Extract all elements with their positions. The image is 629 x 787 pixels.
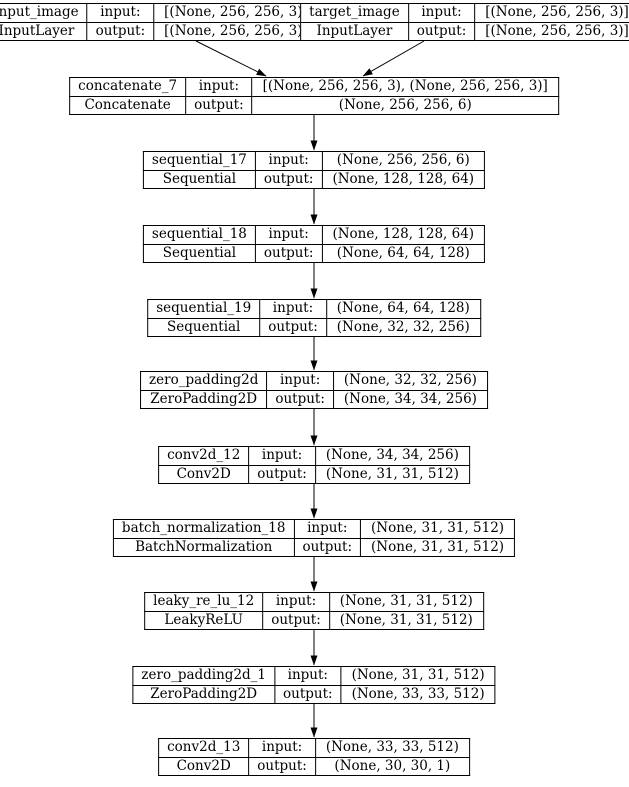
node-leaky_re_lu_12: leaky_re_lu_12 input: (None, 31, 31, 512… — [144, 592, 484, 630]
output-shape: (None, 31, 31, 512) — [360, 537, 516, 557]
output-label: output: — [86, 21, 155, 41]
layer-type: Sequential — [142, 169, 256, 189]
output-shape: (None, 33, 33, 512) — [340, 684, 496, 704]
node-sequential_17: sequential_17 input: (None, 256, 256, 6)… — [142, 151, 486, 189]
input-label: input: — [185, 77, 253, 97]
output-label: output: — [185, 95, 253, 115]
input-label: input: — [248, 738, 316, 758]
input-shape: [(None, 256, 256, 3)] — [153, 3, 319, 23]
node-conv2d_12: conv2d_12 input: (None, 34, 34, 256) Con… — [158, 446, 470, 484]
output-shape: (None, 32, 32, 256) — [325, 317, 481, 337]
input-shape: (None, 32, 32, 256) — [332, 371, 488, 391]
input-label: input: — [262, 592, 330, 612]
layer-type: Sequential — [142, 243, 256, 263]
layer-type: Sequential — [147, 317, 261, 337]
layer-name: sequential_19 — [147, 299, 261, 319]
edge-input_image-to-concatenate_7 — [195, 40, 267, 77]
input-shape: (None, 33, 33, 512) — [314, 738, 470, 758]
input-label: input: — [407, 3, 476, 23]
layer-name: concatenate_7 — [69, 77, 187, 97]
node-conv2d_13: conv2d_13 input: (None, 33, 33, 512) Con… — [158, 738, 470, 776]
output-shape: (None, 34, 34, 256) — [332, 389, 488, 409]
output-label: output: — [248, 464, 316, 484]
output-shape: (None, 31, 31, 512) — [314, 464, 470, 484]
output-label: output: — [259, 317, 327, 337]
input-label: input: — [259, 299, 327, 319]
input-shape: (None, 256, 256, 6) — [321, 151, 486, 171]
layer-type: InputLayer — [300, 21, 409, 41]
input-shape: (None, 31, 31, 512) — [340, 666, 496, 686]
layer-name: zero_padding2d_1 — [132, 666, 276, 686]
output-label: output: — [274, 684, 342, 704]
input-shape: (None, 64, 64, 128) — [325, 299, 481, 319]
node-sequential_18: sequential_18 input: (None, 128, 128, 64… — [142, 225, 486, 263]
output-label: output: — [254, 243, 323, 263]
node-target_image: target_image input: [(None, 256, 256, 3)… — [300, 3, 629, 41]
layer-name: conv2d_13 — [158, 738, 250, 758]
node-input_image: input_image input: [(None, 256, 256, 3)]… — [0, 3, 319, 41]
output-shape: (None, 256, 256, 6) — [251, 95, 559, 115]
input-shape: (None, 34, 34, 256) — [314, 446, 470, 466]
node-concatenate_7: concatenate_7 input: [(None, 256, 256, 3… — [69, 77, 559, 115]
input-shape: (None, 128, 128, 64) — [321, 225, 486, 245]
layer-name: sequential_17 — [142, 151, 256, 171]
output-shape: (None, 128, 128, 64) — [321, 169, 486, 189]
node-zero_padding2d_1: zero_padding2d_1 input: (None, 31, 31, 5… — [132, 666, 496, 704]
layer-name: zero_padding2d — [140, 371, 268, 391]
layer-name: conv2d_12 — [158, 446, 250, 466]
input-label: input: — [254, 225, 323, 245]
layer-type: LeakyReLU — [144, 610, 264, 630]
input-shape: (None, 31, 31, 512) — [360, 519, 516, 539]
layer-name: input_image — [0, 3, 88, 23]
node-zero_padding2d: zero_padding2d input: (None, 32, 32, 256… — [140, 371, 488, 409]
output-label: output: — [266, 389, 334, 409]
input-label: input: — [266, 371, 334, 391]
output-shape: (None, 31, 31, 512) — [328, 610, 484, 630]
node-batch_normalization_18: batch_normalization_18 input: (None, 31,… — [112, 519, 516, 557]
output-label: output: — [407, 21, 476, 41]
layer-type: Conv2D — [158, 464, 250, 484]
edge-target_image-to-concatenate_7 — [362, 40, 425, 77]
layer-type: InputLayer — [0, 21, 88, 41]
node-sequential_19: sequential_19 input: (None, 64, 64, 128)… — [147, 299, 481, 337]
layer-name: leaky_re_lu_12 — [144, 592, 264, 612]
input-label: input: — [293, 519, 362, 539]
layer-type: BatchNormalization — [112, 537, 295, 557]
output-label: output: — [248, 756, 316, 776]
input-label: input: — [248, 446, 316, 466]
layer-type: Concatenate — [69, 95, 187, 115]
layer-type: Conv2D — [158, 756, 250, 776]
layer-type: ZeroPadding2D — [132, 684, 276, 704]
output-label: output: — [254, 169, 323, 189]
output-label: output: — [293, 537, 362, 557]
layer-name: batch_normalization_18 — [112, 519, 295, 539]
output-shape: [(None, 256, 256, 3)] — [474, 21, 629, 41]
input-label: input: — [274, 666, 342, 686]
input-label: input: — [254, 151, 323, 171]
output-shape: (None, 30, 30, 1) — [314, 756, 470, 776]
input-shape: (None, 31, 31, 512) — [328, 592, 484, 612]
output-shape: (None, 64, 64, 128) — [321, 243, 486, 263]
input-shape: [(None, 256, 256, 3)] — [474, 3, 629, 23]
input-label: input: — [86, 3, 155, 23]
output-shape: [(None, 256, 256, 3)] — [153, 21, 319, 41]
input-shape: [(None, 256, 256, 3), (None, 256, 256, 3… — [251, 77, 559, 97]
layer-type: ZeroPadding2D — [140, 389, 268, 409]
layer-name: target_image — [300, 3, 409, 23]
output-label: output: — [262, 610, 330, 630]
layer-name: sequential_18 — [142, 225, 256, 245]
